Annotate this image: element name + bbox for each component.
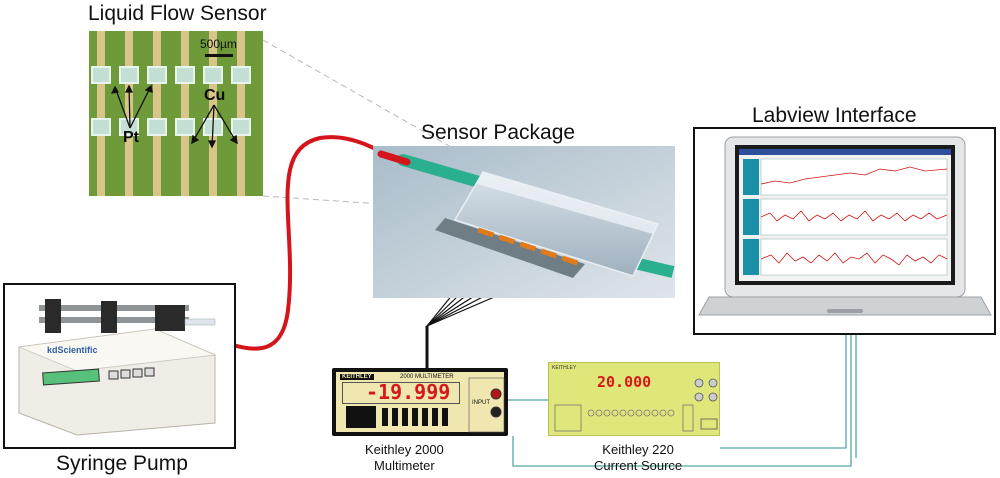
micrograph-image [89, 31, 263, 196]
zoom-guide-top [262, 39, 566, 213]
multimeter: KEITHLEY 2000 MULTIMETER -19.999 INPUT [332, 368, 508, 436]
laptop-image [698, 136, 992, 316]
syringe-pump-frame: kdScientific [3, 283, 236, 449]
sensor-package-photo [373, 146, 675, 298]
syringe-pump-image [17, 299, 217, 436]
keithley-220-label: Keithley 220 Current Source [594, 442, 682, 474]
labview-interface-title: Labview Interface [752, 104, 917, 127]
red-tubing [210, 135, 404, 351]
current-source-brand: KEITHLEY [552, 365, 577, 371]
keithley-2000-label: Keithley 2000 Multimeter [365, 442, 444, 474]
sensor-package-title: Sensor Package [421, 121, 576, 144]
syringe-pump-title: Syringe Pump [56, 452, 188, 475]
labview-plots [743, 158, 948, 276]
current-source-readout: 20.000 [597, 373, 652, 391]
keithley-220-type: Current Source [594, 458, 683, 473]
pt-label: Pt [123, 129, 139, 146]
current-source-controls [554, 378, 718, 432]
keithley-220-name: Keithley 220 [602, 442, 674, 457]
multimeter-input-label: INPUT [472, 400, 490, 406]
instrument-cables [508, 320, 857, 467]
multimeter-brand: KEITHLEY [340, 374, 374, 380]
multimeter-readout: -19.999 [366, 380, 451, 404]
current-source: KEITHLEY 20.000 [548, 362, 720, 436]
liquid-flow-sensor-title: Liquid Flow Sensor [88, 2, 267, 25]
multimeter-model: 2000 MULTIMETER [400, 374, 454, 380]
sensor-micrograph: 500µm Pt Cu [89, 31, 263, 196]
keithley-2000-name: Keithley 2000 [365, 442, 444, 457]
labview-frame [693, 127, 996, 335]
scale-bar-label: 500µm [200, 37, 237, 51]
sensor-package-image [373, 146, 675, 298]
keithley-2000-type: Multimeter [374, 458, 435, 473]
pump-brand: kdScientific [47, 345, 98, 355]
multimeter-controls [346, 377, 505, 433]
cu-label: Cu [204, 87, 226, 104]
multimeter-display [342, 382, 460, 404]
